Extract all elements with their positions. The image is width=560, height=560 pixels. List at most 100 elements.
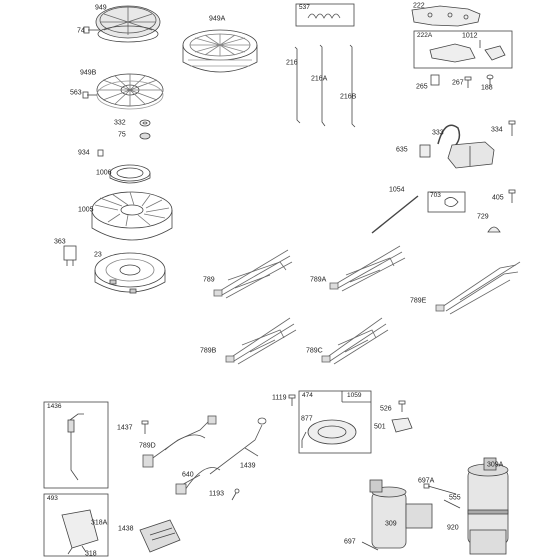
label-1059: 1059 xyxy=(347,391,362,399)
flywheel-1005 xyxy=(91,191,173,241)
label-363: 363 xyxy=(54,238,66,246)
harness-789E xyxy=(435,261,521,315)
screw-267 xyxy=(464,76,472,88)
flywheel-23 xyxy=(94,252,166,294)
bolt-555 xyxy=(443,499,461,509)
cap-729 xyxy=(487,226,501,233)
screen-949 xyxy=(95,5,161,43)
label-1439: 1439 xyxy=(240,462,256,470)
label-501: 501 xyxy=(374,423,386,431)
bolt-563 xyxy=(82,91,97,99)
box-1436 xyxy=(43,401,109,489)
label-222A: 222A xyxy=(417,31,433,39)
label-216: 216 xyxy=(286,59,298,67)
label-640: 640 xyxy=(182,471,194,479)
screw-334 xyxy=(508,120,516,136)
label-555: 555 xyxy=(449,494,461,502)
label-474: 474 xyxy=(302,391,313,399)
label-1438: 1438 xyxy=(118,525,134,533)
screw-526 xyxy=(398,400,406,412)
label-635: 635 xyxy=(396,146,408,154)
label-309: 309 xyxy=(385,520,397,528)
boot-635 xyxy=(419,144,431,158)
label-537: 537 xyxy=(299,3,310,11)
label-697: 697 xyxy=(344,538,356,546)
screw-405 xyxy=(508,189,516,203)
screw-1119 xyxy=(288,394,296,406)
ring-1006 xyxy=(109,164,151,184)
label-222: 222 xyxy=(413,2,425,10)
label-309A: 309A xyxy=(487,461,504,469)
label-934: 934 xyxy=(78,149,90,157)
label-188: 188 xyxy=(481,84,493,92)
label-563: 563 xyxy=(70,89,82,97)
label-318A: 318A xyxy=(91,519,108,527)
label-318: 318 xyxy=(85,550,97,558)
nut-75 xyxy=(139,132,151,140)
label-1054: 1054 xyxy=(389,186,405,194)
label-334: 334 xyxy=(491,126,503,134)
label-920: 920 xyxy=(447,524,459,532)
label-405: 405 xyxy=(492,194,504,202)
governor-222 xyxy=(411,5,481,27)
bolt-697A xyxy=(423,483,457,495)
box-703 xyxy=(427,191,466,213)
label-789: 789 xyxy=(203,276,215,284)
box-493 xyxy=(43,493,109,557)
label-1436: 1436 xyxy=(47,402,62,410)
harness-789 xyxy=(213,249,293,299)
label-267: 267 xyxy=(452,79,464,87)
label-703: 703 xyxy=(430,191,441,199)
label-333: 333 xyxy=(432,129,444,137)
starter-309 xyxy=(369,479,433,549)
bolt-697 xyxy=(361,541,379,551)
label-789D: 789D xyxy=(139,442,156,450)
label-216A: 216A xyxy=(311,75,328,83)
box-474 xyxy=(298,390,372,454)
washer-332 xyxy=(139,119,151,127)
label-789E: 789E xyxy=(410,297,427,305)
label-949B: 949B xyxy=(80,69,97,77)
label-1437: 1437 xyxy=(117,424,133,432)
label-493: 493 xyxy=(47,494,58,502)
screw-188 xyxy=(486,74,494,86)
label-877: 877 xyxy=(301,415,313,423)
coil xyxy=(447,141,495,169)
box-537 xyxy=(295,3,355,27)
screw-1193 xyxy=(231,488,240,501)
wire-1439 xyxy=(209,417,267,475)
label-949A: 949A xyxy=(209,15,226,23)
starter-309A xyxy=(467,457,509,545)
label-789C: 789C xyxy=(306,347,323,355)
label-216B: 216B xyxy=(340,93,357,101)
tie-1054 xyxy=(371,195,419,234)
label-729: 729 xyxy=(477,213,489,221)
harness-789D xyxy=(142,415,217,468)
label-526: 526 xyxy=(380,405,392,413)
label-1006: 1006 xyxy=(96,169,112,177)
armature-363 xyxy=(63,245,77,266)
gear-920 xyxy=(469,529,507,555)
spark-lead-333 xyxy=(437,124,461,147)
label-949: 949 xyxy=(95,4,107,12)
label-75: 75 xyxy=(118,131,126,139)
label-697A: 697A xyxy=(418,477,435,485)
link-216 xyxy=(294,46,301,124)
label-789B: 789B xyxy=(200,347,217,355)
key-934 xyxy=(97,149,104,157)
label-1012: 1012 xyxy=(462,32,478,40)
label-74: 74 xyxy=(77,27,85,35)
label-1193: 1193 xyxy=(209,490,225,498)
fan-949B xyxy=(96,73,164,110)
harness-789C xyxy=(321,317,389,365)
bolt-74 xyxy=(83,26,100,34)
screen-949A xyxy=(182,29,258,73)
label-332: 332 xyxy=(114,119,126,127)
label-789A: 789A xyxy=(310,276,327,284)
label-1119: 1119 xyxy=(272,394,287,402)
box-222A xyxy=(413,30,513,69)
harness-789B xyxy=(225,317,297,365)
link-216A xyxy=(319,44,326,127)
